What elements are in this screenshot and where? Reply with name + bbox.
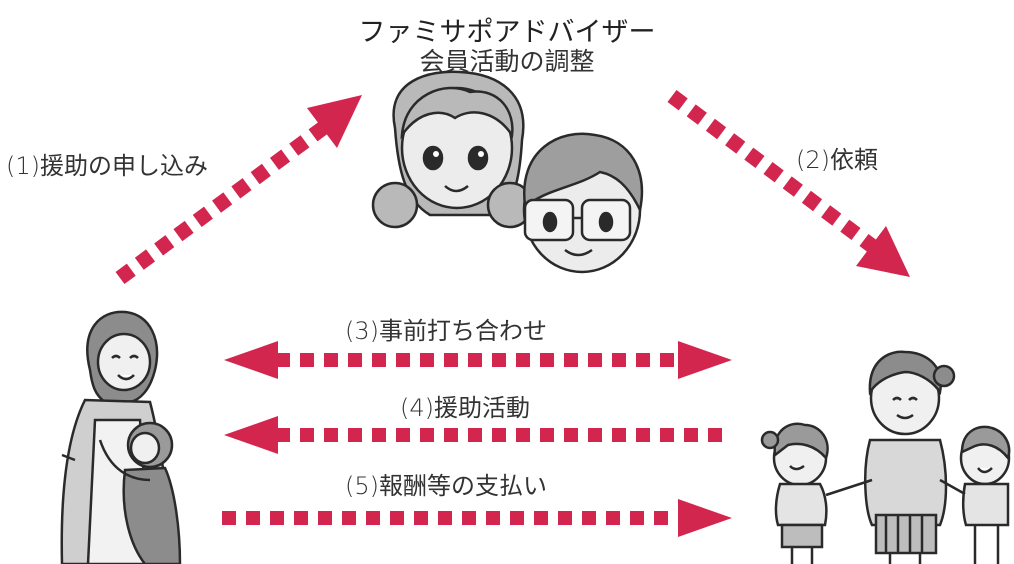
arrow-step-1 [115,95,362,285]
step-4-label: (4)援助活動 [400,394,530,422]
arrow-step-3 [224,341,732,379]
step-3-label: (3)事前打ち合わせ [345,317,547,345]
provider-icon [760,350,1011,564]
arrow-step-4 [224,416,732,454]
step-5-label: (5)報酬等の支払い [345,472,547,500]
arrow-step-5 [222,499,732,537]
advisors-icon [371,70,644,274]
step-1-label: (1)援助の申し込み [6,152,208,180]
arrow-step-2 [667,90,910,277]
step-2-label: (2)依頼 [796,146,878,174]
requester-icon [60,310,182,564]
advisor-title: ファミサポアドバイザー [358,17,656,48]
